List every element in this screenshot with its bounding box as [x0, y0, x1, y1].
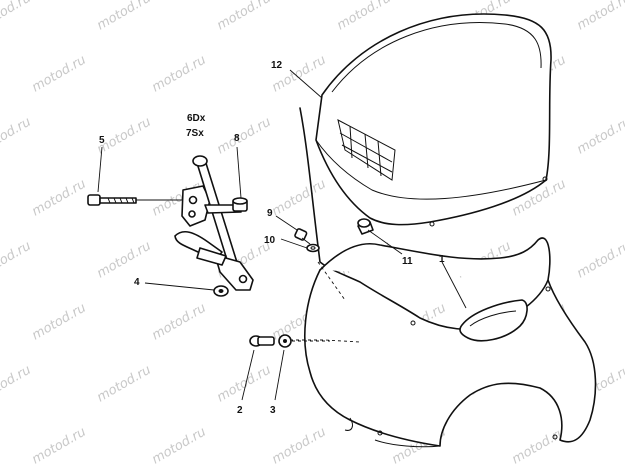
callout-7sx: 7Sx	[186, 128, 204, 139]
callout-8: 8	[234, 133, 240, 144]
watermark-text: motod.ru	[335, 0, 394, 33]
upper-fairing	[290, 107, 597, 448]
watermark-text: motod.ru	[215, 363, 274, 406]
watermark-text: motod.ru	[95, 239, 154, 282]
watermark-text: motod.ru	[95, 363, 154, 406]
watermark-text: motod.ru	[0, 239, 34, 282]
watermark-text: motod.ru	[95, 0, 154, 33]
washer-3	[278, 334, 292, 348]
screw-9	[294, 228, 311, 245]
watermark-text: motod.ru	[30, 301, 89, 344]
watermark-text: motod.ru	[30, 53, 89, 96]
watermark-text: motod.ru	[150, 53, 209, 96]
windscreen	[315, 13, 552, 227]
spacer-8	[232, 197, 248, 212]
bolt-2	[249, 335, 275, 347]
watermark-text: motod.ru	[575, 115, 625, 158]
windscreen-screw-11	[357, 218, 374, 235]
watermark-text: motod.ru	[510, 425, 569, 468]
callout-labels: 1 2 3 4 5 6Dx 7Sx 8 9 10 11 12	[99, 60, 445, 416]
callout-6dx: 6Dx	[187, 113, 206, 124]
callout-3: 3	[270, 405, 276, 416]
watermark-text: motod.ru	[30, 425, 89, 468]
callout-9: 9	[267, 208, 273, 219]
callout-5: 5	[99, 135, 105, 146]
washer-10	[306, 243, 320, 253]
callout-4: 4	[134, 277, 140, 288]
watermark-text: motod.ru	[150, 301, 209, 344]
watermark-text: motod.ru	[575, 0, 625, 33]
callout-11: 11	[402, 256, 413, 267]
mirror-bracket	[174, 155, 254, 291]
nut-4	[213, 285, 229, 297]
watermark-text: motod.ru	[575, 239, 625, 282]
callout-2: 2	[237, 405, 243, 416]
watermark-text: motod.ru	[0, 115, 34, 158]
callout-12: 12	[271, 60, 283, 71]
leader-lines	[97, 69, 467, 401]
callout-10: 10	[264, 235, 276, 246]
watermark-text: motod.ru	[30, 177, 89, 220]
watermark-text: motod.ru	[270, 425, 329, 468]
watermark-text: motod.ru	[215, 0, 274, 33]
watermark-text: motod.ru	[270, 177, 329, 220]
watermark-text: motod.ru	[215, 115, 274, 158]
watermark-text: motod.ru	[150, 425, 209, 468]
bolt-5	[87, 194, 186, 206]
watermark-text: motod.ru	[0, 363, 34, 406]
watermark-text: motod.ru	[0, 0, 34, 33]
callout-1: 1	[439, 254, 445, 265]
